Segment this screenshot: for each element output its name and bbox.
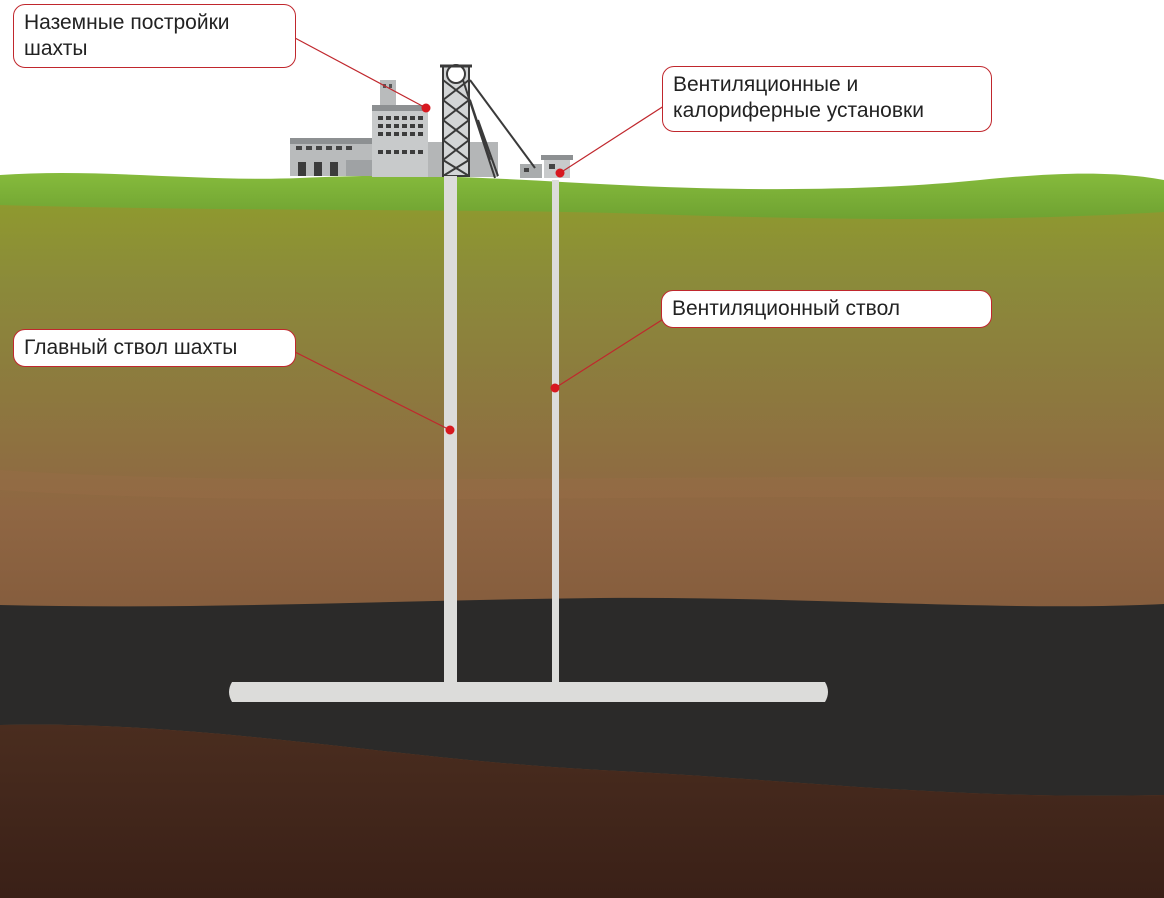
- callout-surface-buildings-line1: Наземные постройки: [24, 11, 230, 34]
- marker-main-shaft: [445, 425, 455, 435]
- headframe-tower: [440, 64, 536, 179]
- deep-soil-layer: [0, 724, 1164, 898]
- ventilation-shaft: [552, 180, 559, 686]
- callout-main-shaft: Главный ствол шахты: [13, 329, 296, 367]
- marker-ventilation-shaft: [550, 383, 560, 393]
- underground-gallery: [229, 682, 828, 702]
- callout-ventilation-shaft: Вентиляционный ствол: [661, 290, 992, 328]
- callout-ventilation-shaft-label: Вентиляционный ствол: [672, 297, 901, 320]
- marker-ventilation-units: [555, 168, 565, 178]
- leader-lines: [294, 37, 668, 431]
- callout-ventilation-units: Вентиляционные и калориферные установки: [662, 66, 992, 132]
- callout-surface-buildings: Наземные постройки шахты: [13, 4, 296, 68]
- grass-surface: [0, 173, 1164, 219]
- callout-ventilation-units-line1: Вентиляционные и: [673, 73, 859, 96]
- surface-buildings: [290, 80, 573, 178]
- callout-main-shaft-label: Главный ствол шахты: [24, 336, 238, 359]
- callout-surface-buildings-line2: шахты: [24, 37, 88, 60]
- marker-surface-buildings: [421, 103, 431, 113]
- callout-ventilation-units-line2: калориферные установки: [673, 99, 924, 122]
- soil-band-light: [0, 470, 1164, 500]
